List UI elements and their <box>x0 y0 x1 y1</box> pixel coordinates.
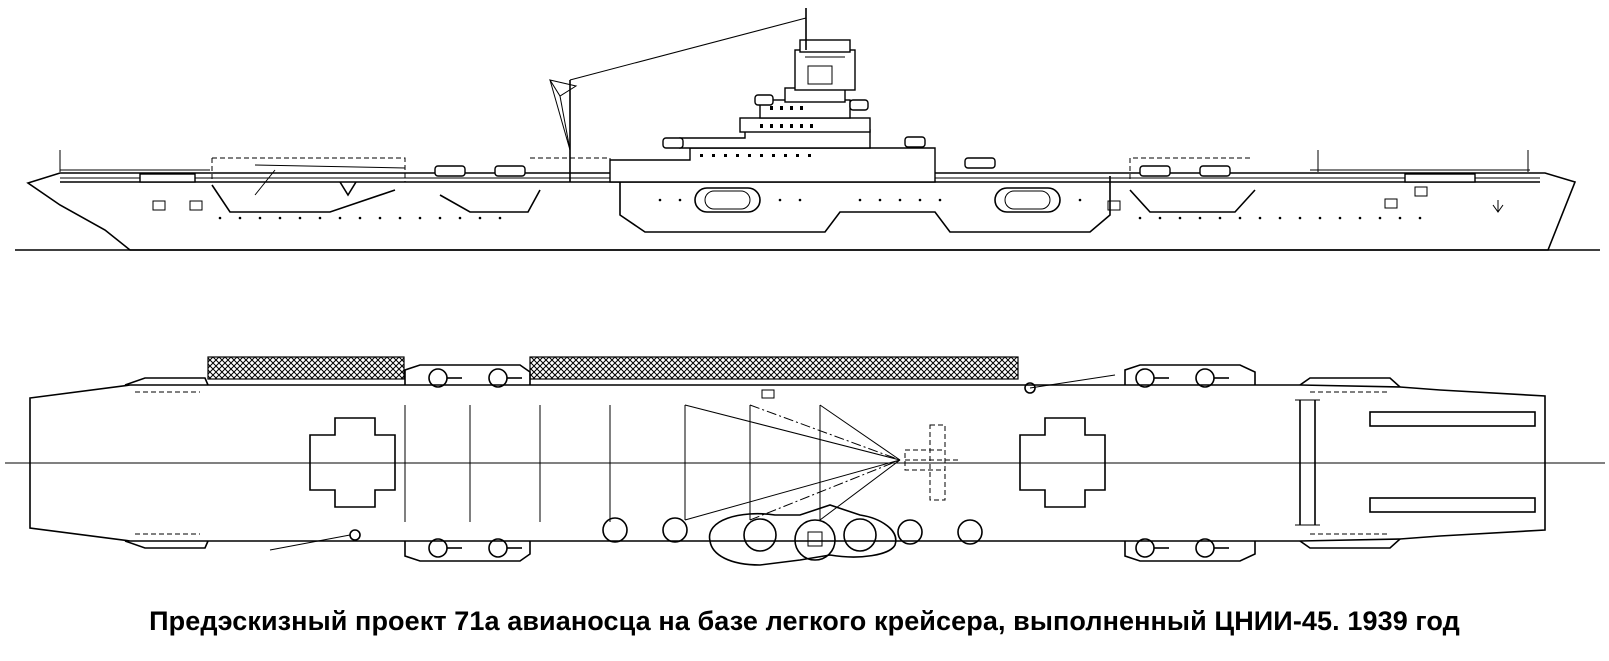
portholes <box>218 198 1422 220</box>
arrester-wires <box>404 405 611 522</box>
forward-elevator <box>1019 417 1106 508</box>
island-superstructure <box>609 8 936 183</box>
aft-elevator <box>309 417 396 508</box>
side-elevation-view <box>15 8 1600 251</box>
deck-walkway-port-aft <box>207 356 405 380</box>
midship-bulge <box>619 176 1111 233</box>
plan-view <box>5 356 1605 566</box>
deck-walkway-port-mid <box>529 356 1019 380</box>
island-plan <box>602 389 983 566</box>
ship-drawing <box>5 8 1605 566</box>
derrick-crane <box>548 17 807 182</box>
hull-outline <box>26 172 1577 251</box>
hull-ports <box>152 186 1428 211</box>
gun-sponsons-bottom <box>124 529 1401 562</box>
gun-sponsons-top <box>124 364 1401 394</box>
aircraft-silhouette <box>904 424 960 501</box>
deck-gun-mounts <box>139 157 1476 183</box>
figure-caption: Предэскизный проект 71а авианосца на баз… <box>149 606 1460 636</box>
flight-path-lines <box>684 404 901 521</box>
bow-catapults <box>1295 399 1536 526</box>
